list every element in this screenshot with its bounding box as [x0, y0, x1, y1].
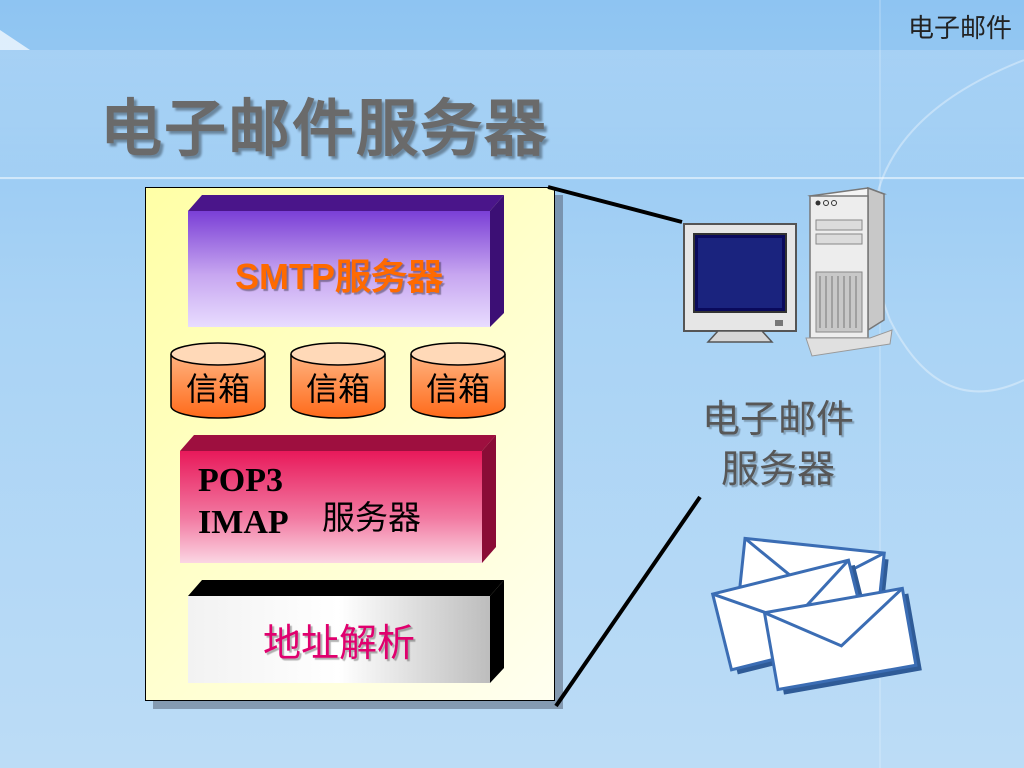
mailbox-label: 信箱: [425, 370, 490, 408]
pop-server-label: 服务器: [322, 498, 421, 537]
imap-label: IMAP: [198, 504, 289, 541]
smtp-label: SMTP服务器: [234, 256, 443, 297]
pop-imap-server-block: POP3 IMAP 服务器: [180, 435, 500, 565]
mailbox-label: 信箱: [305, 370, 370, 408]
corner-label: 电子邮件: [907, 14, 1012, 44]
mailbox-1: 信箱: [170, 342, 266, 420]
server-stack-panel: SMTP服务器 信箱 信箱: [145, 187, 555, 701]
mailbox-label: 信箱: [185, 370, 250, 408]
address-resolution-label: 地址解析: [262, 621, 415, 665]
address-resolution-block: 地址解析: [188, 580, 508, 685]
pop3-label: POP3: [198, 462, 283, 499]
header-band: [0, 50, 1024, 180]
mailbox-2: 信箱: [290, 342, 386, 420]
page-title: 电子邮件服务器: [100, 92, 549, 165]
protocol-list: POP3 IMAP: [198, 460, 289, 544]
mailbox-3: 信箱: [410, 342, 506, 420]
smtp-server-block: SMTP服务器: [188, 195, 508, 335]
email-server-label: 电子邮件 服务器: [668, 394, 888, 494]
email-server-label-line2: 服务器: [720, 447, 835, 491]
email-server-label-line1: 电子邮件: [701, 397, 854, 441]
